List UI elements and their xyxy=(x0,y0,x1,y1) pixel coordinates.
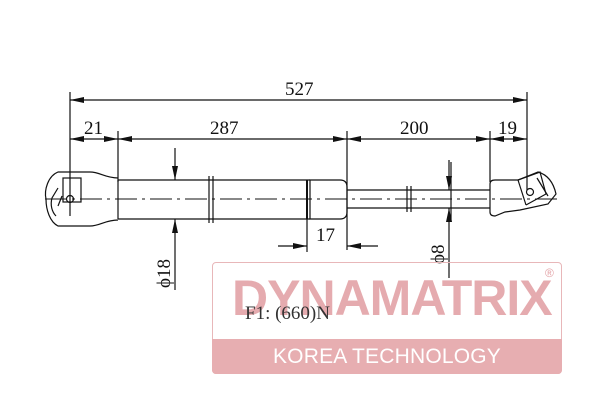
force-label: F1: (660)N xyxy=(245,303,330,324)
logo-brand: DYNAMATRIX xyxy=(232,270,553,326)
dim-right-fitting-19: 19 xyxy=(498,118,517,139)
dim-collar-17: 17 xyxy=(316,225,335,246)
dim-cylinder-diameter: ϕ18 xyxy=(154,259,175,288)
logo-band xyxy=(212,339,562,374)
logo-tagline: KOREA TECHNOLOGY xyxy=(272,345,502,368)
dim-left-fitting-21: 21 xyxy=(84,118,103,139)
dim-cylinder-287: 287 xyxy=(210,118,239,139)
dim-total-527: 527 xyxy=(285,79,314,100)
registered-mark-icon: ® xyxy=(545,266,554,280)
dim-stroke-200: 200 xyxy=(400,118,429,139)
dim-rod-diameter: ϕ8 xyxy=(428,244,449,264)
